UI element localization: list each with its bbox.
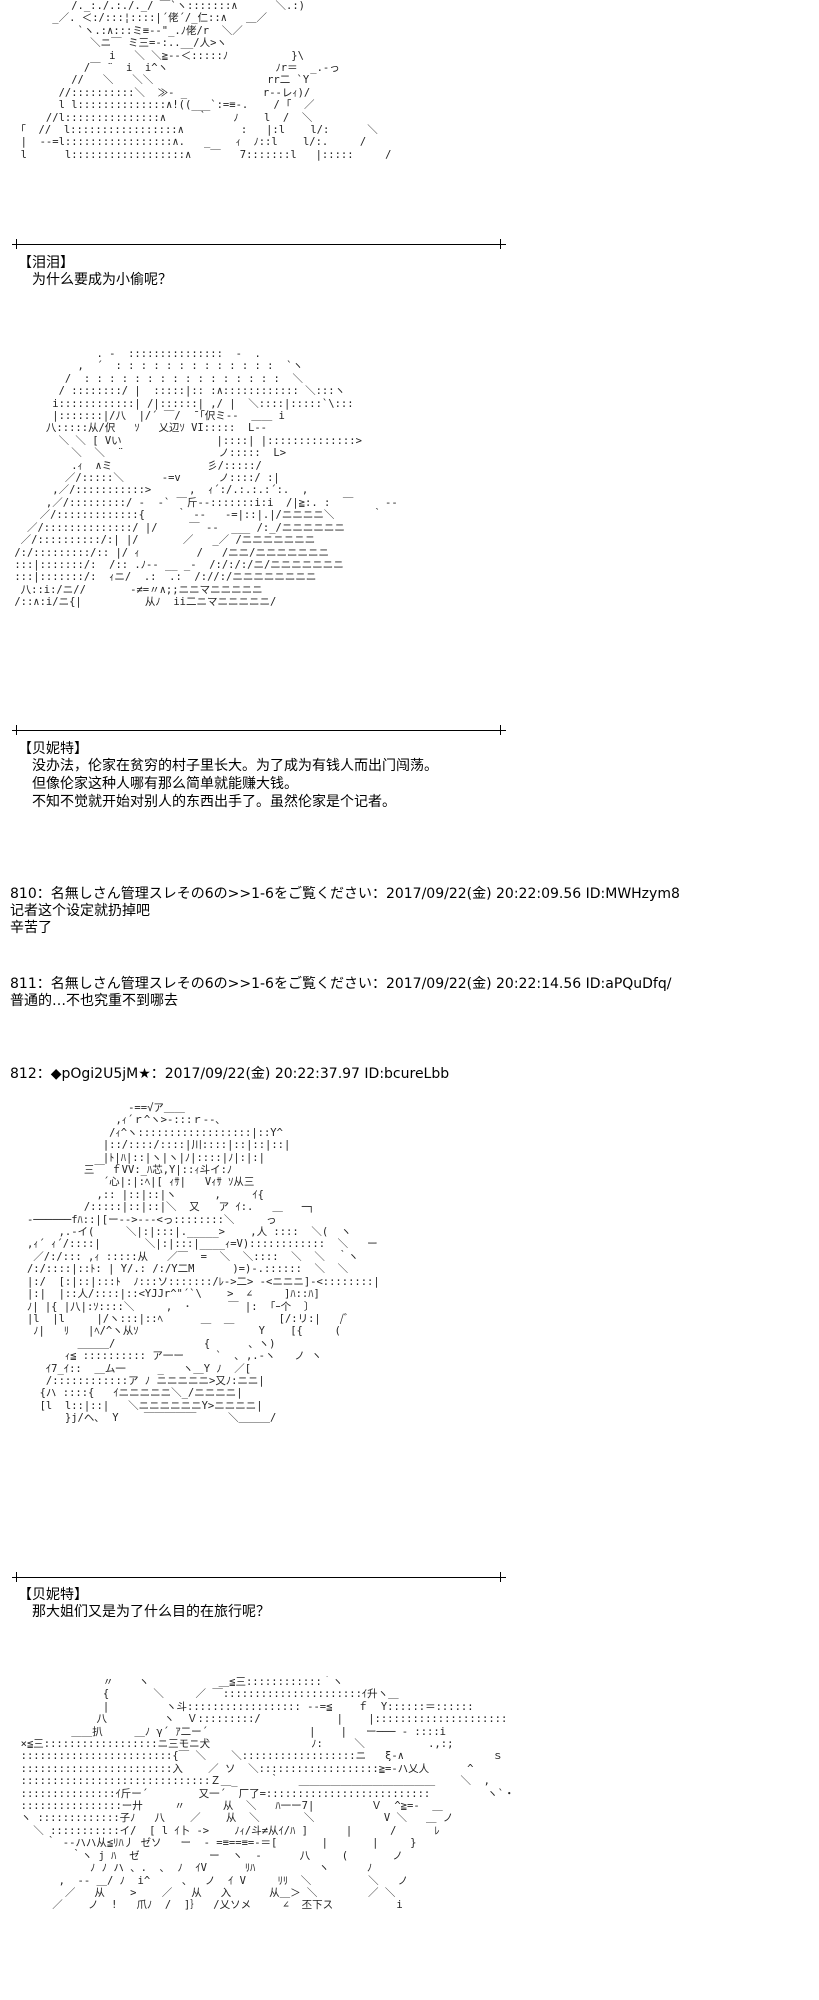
post-header: 810：名無しさん管理スレその6の>>1-6をご覧ください：2017/09/22… (10, 886, 680, 902)
divider-tick-right (500, 1572, 501, 1582)
divider-line (12, 730, 506, 731)
divider-tick-left (16, 725, 17, 735)
dialogue-line: 不知不觉就开始对别人的东西出手了。虽然伦家是个记者。 (32, 794, 396, 810)
divider-tick-left (16, 239, 17, 249)
speaker-name: 【贝妮特】 (18, 1587, 88, 1603)
ascii-art-scene-1: /._:./.:./._/ ￣`ヽ:::::::∧ ＼.:) _／. ＜:/::… (20, 0, 392, 161)
dialogue-line: 为什么要成为小偷呢？ (32, 272, 172, 288)
speaker-name: 【泪泪】 (18, 255, 74, 271)
divider-tick-left (16, 1572, 17, 1582)
post-body-line: 记者这个设定就扔掉吧 (10, 903, 150, 919)
dialogue-line: 但像伦家这种人哪有那么简单就能赚大钱。 (32, 776, 298, 792)
speaker-name: 【贝妮特】 (18, 741, 88, 757)
ascii-art-scene-4: 〃 ヽ ＿≦三::::::::::::｀ヽ { ＼ ／ ￣:::::::::::… (20, 1676, 515, 1912)
dialogue-line: 没办法，伦家在贫穷的村子里长大。为了成为有钱人而出门闯荡。 (32, 758, 438, 774)
divider-line (12, 244, 506, 245)
post-body-line: 普通的…不也究重不到哪去 (10, 993, 178, 1009)
divider-tick-right (500, 725, 501, 735)
post-body-line: 辛苦了 (10, 920, 52, 936)
ascii-art-scene-3: -==√ア＿＿ ,ｨ´ｒ^ヽ>-:::ｒ-‐､ /ｨ^ヽ::::::::::::… (26, 1102, 380, 1425)
ascii-art-scene-2: . - ::::::::::::::: - . , ´ : : : : : : … (14, 348, 398, 609)
post-header: 811：名無しさん管理スレその6の>>1-6をご覧ください：2017/09/22… (10, 976, 672, 992)
post-header: 812：◆pOgi2U5jM★：2017/09/22(金) 20:22:37.9… (10, 1066, 450, 1082)
divider-tick-right (500, 239, 501, 249)
dialogue-line: 那大姐们又是为了什么目的在旅行呢？ (32, 1604, 270, 1620)
divider-line (12, 1577, 506, 1578)
